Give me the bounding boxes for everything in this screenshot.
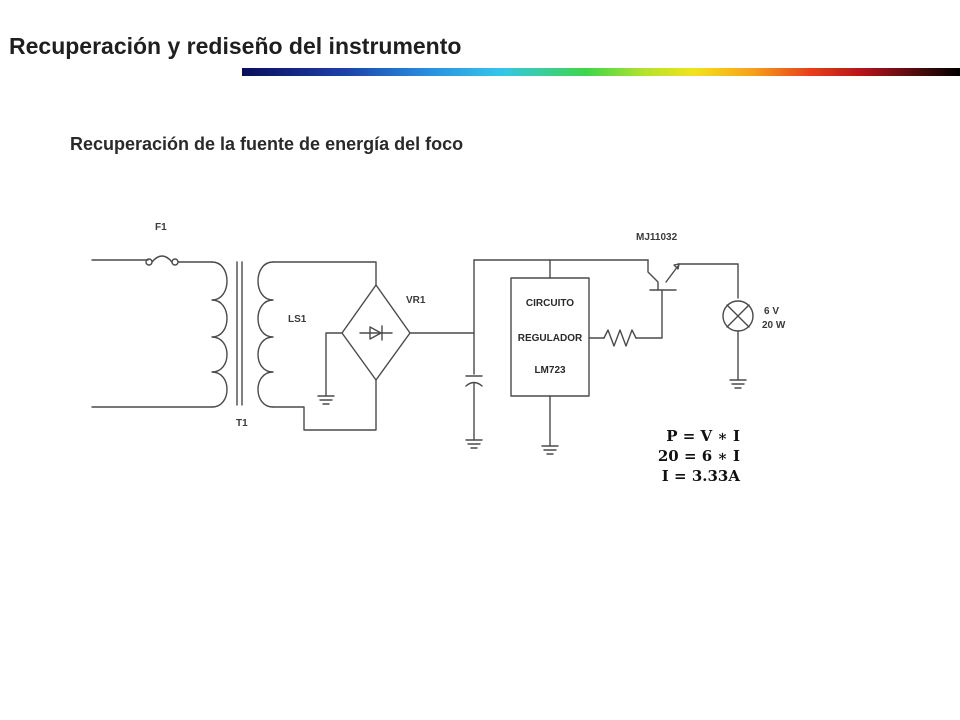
lamp-voltage-label: 6 V: [764, 306, 779, 317]
fuse-f1: [145, 255, 179, 266]
secondary-label: LS1: [288, 314, 307, 325]
transformer-label: T1: [236, 418, 248, 429]
resistor-to-base-wire: [635, 289, 663, 339]
power-formulas: P = V ∗ I 20 = 6 ∗ I I = 3.33A: [600, 426, 740, 486]
slide-title: Recuperación y rediseño del instrumento: [9, 33, 462, 59]
formula-substitution: 20 = 6 ∗ I: [657, 447, 740, 465]
secondary-top-wire: [272, 261, 377, 286]
transformer-secondary-coil: [257, 261, 274, 408]
ic-label-line-2: REGULADOR: [518, 333, 583, 344]
ground-symbol-lamp: [729, 379, 747, 389]
bridge-label: VR1: [406, 295, 426, 306]
ground-symbol-capacitor: [465, 439, 483, 449]
secondary-bottom-wire: [272, 379, 377, 431]
ic-label-line-3: LM723: [534, 365, 566, 376]
transformer-primary-coil: [211, 261, 228, 408]
lamp-power-label: 20 W: [762, 320, 786, 331]
ground-symbol-ic: [541, 445, 559, 455]
formula-result: I = 3.33A: [661, 467, 740, 485]
fuse-label: F1: [155, 222, 167, 233]
section-title: Recuperación de la fuente de energía del…: [70, 134, 464, 154]
spectrum-divider-bar: [242, 68, 960, 76]
ground-symbol-bridge: [317, 395, 335, 405]
ic-label-line-1: CIRCUITO: [526, 298, 574, 309]
bridge-rectifier-vr1: [341, 284, 411, 381]
emitter-to-lamp-wire: [677, 263, 739, 299]
lamp: [722, 300, 754, 332]
bridge-ground-wire: [325, 332, 343, 397]
transistor-mj11032: [647, 259, 680, 291]
transistor-label: MJ11032: [636, 232, 678, 243]
formula-power: P = V ∗ I: [666, 427, 740, 445]
base-resistor: [603, 329, 637, 347]
